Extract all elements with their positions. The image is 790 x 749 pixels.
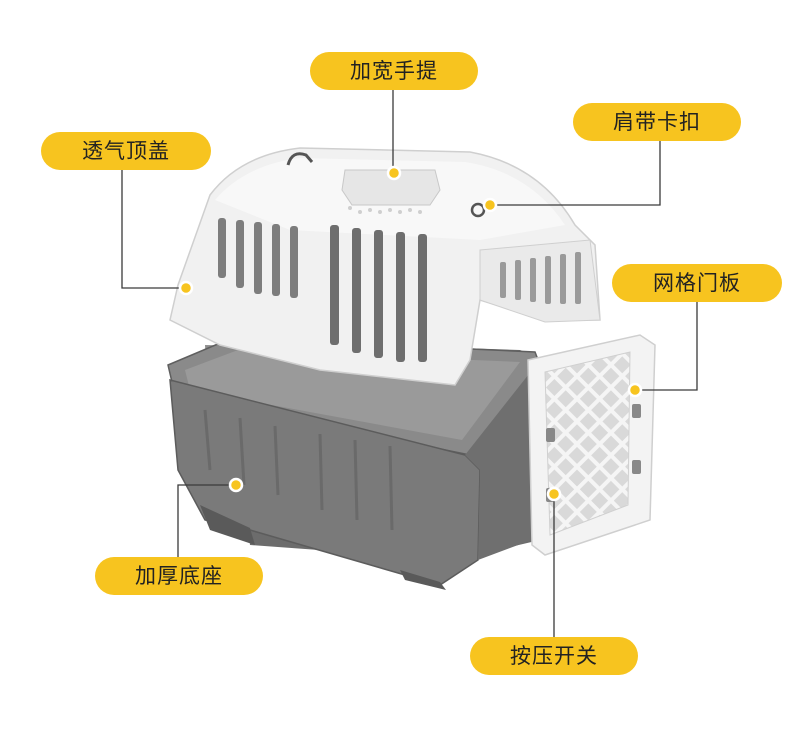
label-strap-buckle: 肩带卡扣 <box>573 103 741 141</box>
label-handle: 加宽手提 <box>310 52 478 90</box>
label-vented-lid: 透气顶盖 <box>41 132 211 170</box>
label-press-switch: 按压开关 <box>470 637 638 675</box>
marker-dots <box>178 165 643 502</box>
leader-lines <box>121 90 698 638</box>
label-thick-base: 加厚底座 <box>95 557 263 595</box>
carrier-door <box>527 334 656 556</box>
carrier-lid <box>169 147 601 386</box>
label-grid-door: 网格门板 <box>612 264 782 302</box>
carrier-base <box>167 337 545 590</box>
